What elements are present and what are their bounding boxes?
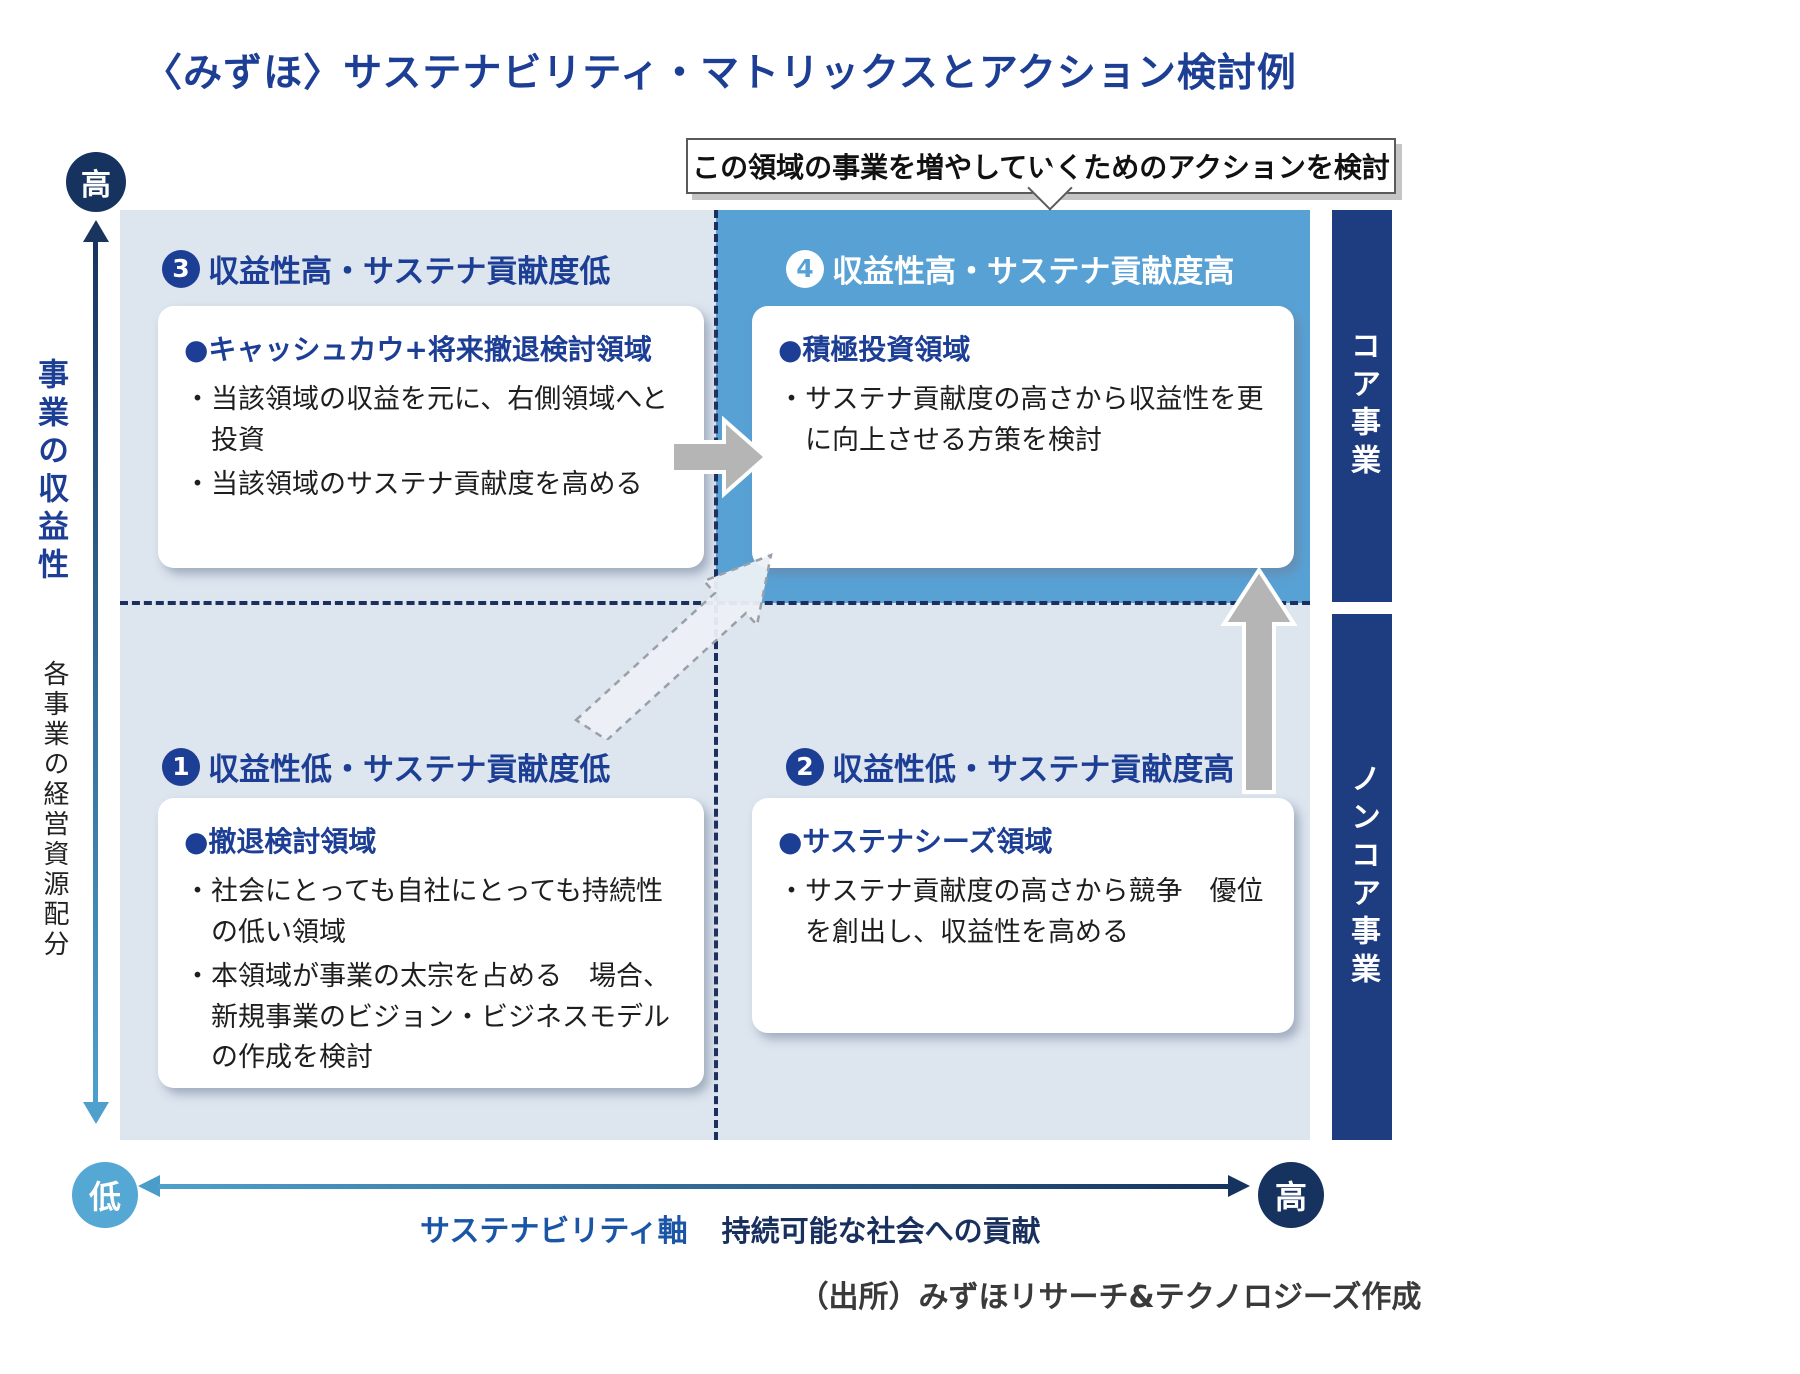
quadrant-1-heading: 1 収益性低・サステナ貢献度低: [162, 744, 610, 789]
quadrant-1-card-title: ●撤退検討領域: [184, 825, 377, 858]
noncore-business-label: ノンコア事業: [1345, 763, 1380, 991]
quadrant-4-number-badge: 4: [786, 249, 824, 288]
quadrant-3-heading: 3 収益性高・サステナ貢献度低: [162, 246, 610, 291]
quadrant-2-heading: 2 収益性低・サステナ貢献度高: [786, 744, 1234, 789]
x-axis-high-badge: 高: [1258, 1162, 1324, 1228]
quadrant-3-card: ●キャッシュカウ+将来撤退検討領域 ・当該領域の収益を元に、右側領域へと投資 ・…: [158, 306, 704, 568]
core-business-label: コア事業: [1345, 330, 1380, 482]
quadrant-4-heading-label: 収益性高・サステナ貢献度高: [832, 254, 1235, 290]
low-badge: 低: [72, 1162, 138, 1228]
quadrant-3-card-title: ●キャッシュカウ+将来撤退検討領域: [184, 333, 652, 366]
quadrant-1-number-badge: 1: [162, 747, 200, 786]
quadrant-4-heading: 4 収益性高・サステナ貢献度高: [786, 246, 1234, 291]
x-axis-label: サステナビリティ軸: [420, 1214, 688, 1249]
page-title: 〈みずほ〉サステナビリティ・マトリックスとアクション検討例: [143, 51, 1297, 96]
y-axis-label: 事業の収益性: [32, 358, 68, 586]
quadrant-4-bullet: ・サステナ貢献度の高さから収益性を更に向上させる方策を検討: [778, 384, 1264, 456]
x-axis-arrow-left-icon: [138, 1175, 160, 1197]
source-note: （出所）みずほリサーチ&テクノロジーズ作成: [798, 1280, 1422, 1315]
quadrant-2-card-title: ●サステナシーズ領域: [778, 825, 1053, 858]
x-axis-caption: サステナビリティ軸 持続可能な社会への貢献: [420, 1206, 1041, 1250]
quadrant-4-card: ●積極投資領域 ・サステナ貢献度の高さから収益性を更に向上させる方策を検討: [752, 306, 1294, 568]
quadrant-3-number-badge: 3: [162, 249, 200, 288]
arrow-diagonal-dashed-icon: [573, 553, 773, 740]
core-business-bar: コア事業: [1332, 210, 1392, 602]
quadrant-4-card-title: ●積極投資領域: [778, 333, 971, 366]
y-axis-sublabel: 各事業の経営資源配分: [39, 660, 69, 960]
quadrant-2-bullet: ・サステナ貢献度の高さから競争 優位を創出し、収益性を高める: [778, 876, 1264, 948]
quadrant-1-bullet: ・社会にとっても自社にとっても持続性の低い領域: [184, 876, 663, 948]
y-axis-line: [93, 238, 98, 1106]
y-axis-arrow-down-icon: [83, 1102, 109, 1124]
x-axis-sublabel: 持続可能な社会への貢献: [721, 1214, 1041, 1248]
quadrant-2-card: ●サステナシーズ領域 ・サステナ貢献度の高さから競争 優位を創出し、収益性を高め…: [752, 798, 1294, 1033]
arrow-up-icon: [1220, 566, 1298, 794]
noncore-business-bar: ノンコア事業: [1332, 614, 1392, 1140]
quadrant-2-heading-label: 収益性低・サステナ貢献度高: [832, 752, 1235, 788]
y-axis-arrow-up-icon: [83, 220, 109, 242]
y-axis-high-badge: 高: [66, 152, 126, 212]
quadrant-2-number-badge: 2: [786, 747, 824, 786]
quadrant-3-bullet: ・当該領域のサステナ貢献度を高める: [184, 469, 643, 500]
x-axis-arrow-right-icon: [1228, 1175, 1250, 1197]
vertical-dashed-divider: [714, 210, 718, 1140]
x-axis-line: [158, 1184, 1230, 1189]
quadrant-3-bullet: ・当該領域の収益を元に、右側領域へと投資: [184, 384, 668, 456]
quadrant-1-bullet: ・本領域が事業の太宗を占める 場合、新規事業のビジョン・ビジネスモデルの作成を検…: [184, 961, 670, 1073]
quadrant-1-card: ●撤退検討領域 ・社会にとっても自社にとっても持続性の低い領域 ・本領域が事業の…: [158, 798, 704, 1088]
quadrant-3-heading-label: 収益性高・サステナ貢献度低: [208, 254, 611, 290]
arrow-right-icon: [670, 416, 768, 498]
quadrant-1-heading-label: 収益性低・サステナ貢献度低: [208, 752, 611, 788]
